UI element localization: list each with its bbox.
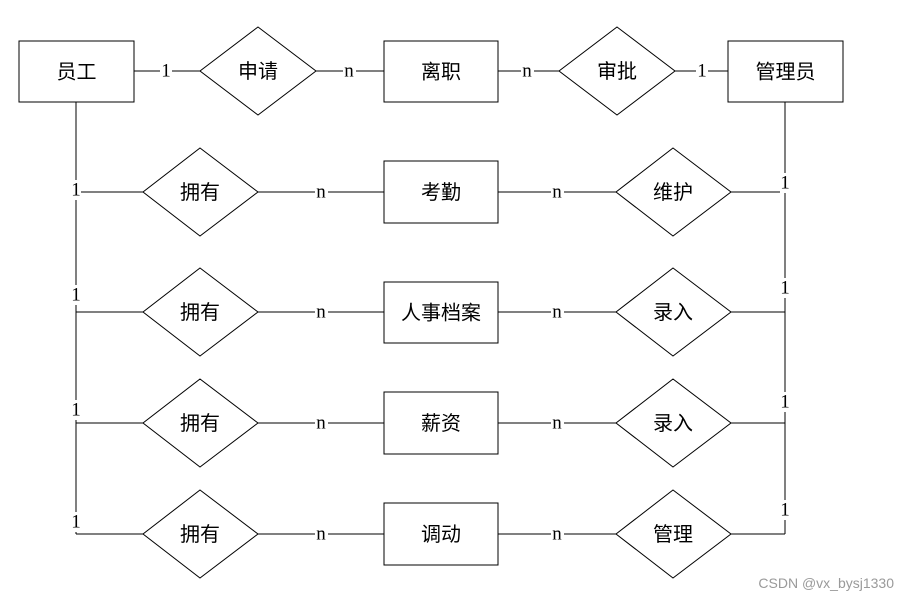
- card-maintain-admin: 1: [780, 173, 790, 194]
- card-own-salary-employee: 1: [71, 400, 81, 421]
- relation-own-hr-file-label: 拥有: [180, 300, 220, 324]
- relation-maintain: 维护: [615, 147, 732, 237]
- card-apply-resignation: n: [344, 61, 354, 82]
- watermark: CSDN @vx_bysj1330: [758, 575, 894, 591]
- relation-apply: 申请: [199, 26, 317, 116]
- relation-own-hr-file: 拥有: [142, 267, 259, 357]
- card-enter-hr-file-admin: 1: [780, 278, 790, 299]
- entity-hr-file: 人事档案: [383, 281, 499, 344]
- card-enter-salary-n: n: [552, 413, 562, 434]
- entity-transfer: 调动: [383, 502, 499, 566]
- relation-own-attendance-label: 拥有: [180, 180, 220, 204]
- entity-admin-label: 管理员: [756, 60, 816, 84]
- relation-approve: 审批: [558, 26, 676, 116]
- relation-enter-hr-file: 录入: [615, 267, 732, 357]
- entity-attendance: 考勤: [383, 160, 499, 224]
- card-enter-salary-admin: 1: [780, 392, 790, 413]
- relation-apply-label: 申请: [238, 59, 278, 83]
- card-own-transfer-n: n: [316, 524, 326, 545]
- relation-own-attendance: 拥有: [142, 147, 259, 237]
- entity-salary-label: 薪资: [421, 411, 461, 435]
- entity-salary: 薪资: [383, 391, 499, 455]
- entity-transfer-label: 调动: [421, 522, 461, 546]
- relation-enter-hr-file-label: 录入: [653, 300, 693, 324]
- relation-own-salary-label: 拥有: [180, 411, 220, 435]
- card-own-salary-n: n: [316, 413, 326, 434]
- cardinality-labels: 1 n n 1 1 1 1 1 1 1 1 1 n n n n n: [71, 61, 790, 545]
- relation-enter-salary: 录入: [615, 378, 732, 468]
- relation-own-salary: 拥有: [142, 378, 259, 468]
- entity-admin: 管理员: [727, 40, 844, 103]
- card-own-hr-file-n: n: [316, 302, 326, 323]
- card-approve-resignation: n: [522, 61, 532, 82]
- card-apply-employee: 1: [161, 61, 171, 82]
- relation-manage-label: 管理: [653, 522, 693, 546]
- entity-employee: 员工: [18, 40, 135, 103]
- card-own-attendance-employee: 1: [71, 180, 81, 201]
- relation-own-transfer-label: 拥有: [180, 522, 220, 546]
- card-own-hr-file-employee: 1: [71, 285, 81, 306]
- entity-hr-file-label: 人事档案: [401, 301, 481, 325]
- relation-maintain-label: 维护: [653, 180, 693, 204]
- card-manage-n: n: [552, 524, 562, 545]
- entity-resignation-label: 离职: [421, 60, 461, 84]
- card-approve-admin: 1: [697, 61, 707, 82]
- card-own-transfer-employee: 1: [71, 512, 81, 533]
- relation-manage: 管理: [615, 489, 732, 579]
- entity-resignation: 离职: [383, 40, 499, 103]
- card-enter-hr-file-n: n: [552, 302, 562, 323]
- entity-employee-label: 员工: [57, 60, 97, 84]
- relation-own-transfer: 拥有: [142, 489, 259, 579]
- relation-enter-salary-label: 录入: [653, 411, 693, 435]
- relation-approve-label: 审批: [597, 59, 637, 83]
- card-maintain-n: n: [552, 182, 562, 203]
- entity-attendance-label: 考勤: [421, 180, 461, 204]
- card-own-attendance-n: n: [316, 182, 326, 203]
- card-manage-admin: 1: [780, 500, 790, 521]
